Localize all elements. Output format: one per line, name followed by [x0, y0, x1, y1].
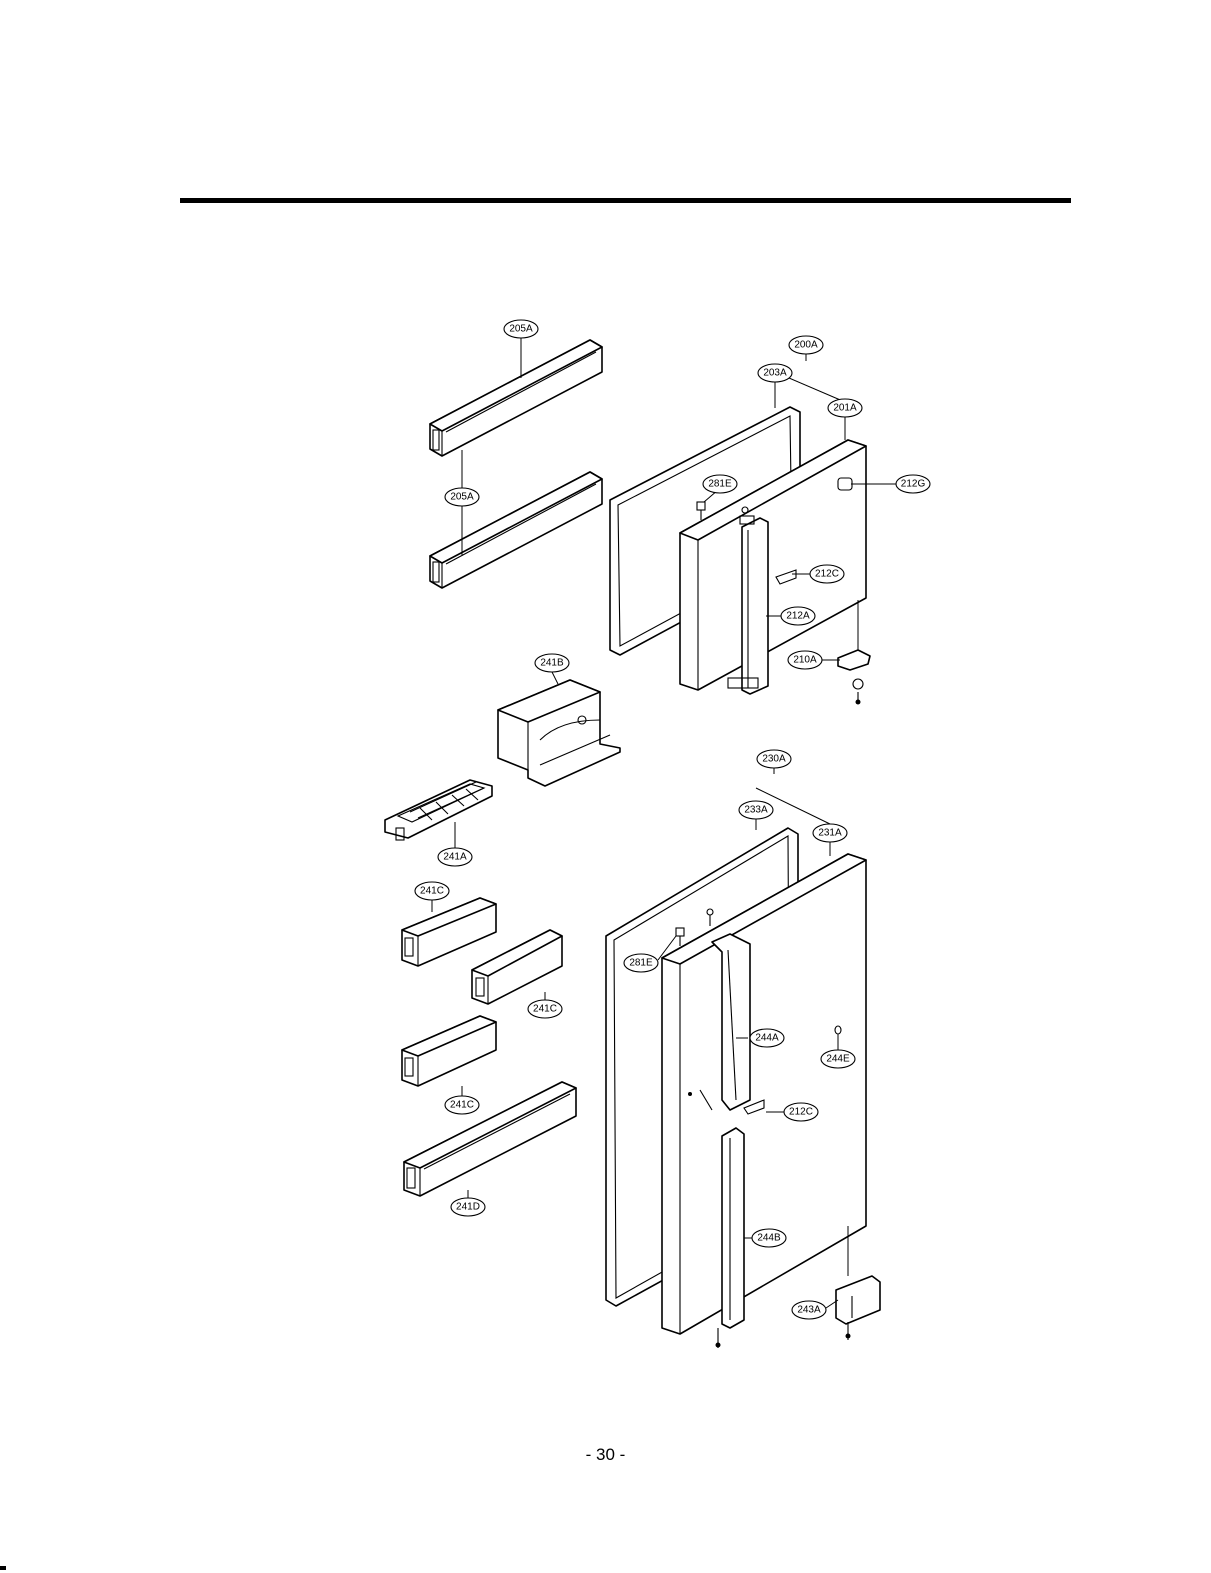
door-basket-241c-2	[472, 930, 562, 1004]
callout-203a: 203A	[758, 364, 792, 382]
svg-text:244E: 244E	[826, 1054, 850, 1065]
svg-text:281E: 281E	[708, 479, 732, 490]
egg-tray-241a	[385, 780, 492, 840]
callout-200a: 200A	[789, 336, 823, 354]
corner-mark	[0, 1566, 6, 1570]
header-rule	[180, 198, 1071, 203]
svg-text:212A: 212A	[786, 611, 810, 622]
svg-text:244B: 244B	[757, 1233, 781, 1244]
callout-212a: 212A	[781, 607, 815, 625]
svg-text:243A: 243A	[797, 1305, 821, 1316]
door-basket-241d	[404, 1082, 576, 1196]
svg-text:200A: 200A	[794, 340, 818, 351]
svg-text:205A: 205A	[450, 492, 474, 503]
svg-text:205A: 205A	[509, 324, 533, 335]
svg-text:210A: 210A	[793, 655, 817, 666]
callout-241c-3: 241C	[445, 1096, 479, 1114]
callout-243a: 243A	[792, 1301, 826, 1319]
svg-text:212C: 212C	[789, 1107, 813, 1118]
svg-text:241C: 241C	[420, 886, 444, 897]
svg-text:212G: 212G	[901, 479, 926, 490]
callout-205a-mid: 205A	[445, 488, 479, 506]
callout-241c-1: 241C	[415, 882, 449, 900]
callout-244b: 244B	[752, 1229, 786, 1247]
callout-231a: 231A	[813, 824, 847, 842]
svg-text:241A: 241A	[443, 852, 467, 863]
callout-281e-bot: 281E	[624, 954, 658, 972]
callout-244a: 244A	[750, 1029, 784, 1047]
svg-text:233A: 233A	[744, 805, 768, 816]
svg-text:241C: 241C	[533, 1004, 557, 1015]
door-basket-205a-top	[430, 340, 602, 456]
callout-205a-top: 205A	[504, 320, 538, 338]
svg-text:230A: 230A	[762, 754, 786, 765]
callout-212c-top: 212C	[810, 565, 844, 583]
callout-212g: 212G	[896, 475, 930, 493]
door-basket-241c-3	[402, 1016, 496, 1086]
callout-230a: 230A	[757, 750, 791, 768]
callout-241c-2: 241C	[528, 1000, 562, 1018]
svg-text:281E: 281E	[629, 958, 653, 969]
svg-text:241B: 241B	[540, 658, 564, 669]
callout-241a: 241A	[438, 848, 472, 866]
door-basket-241c-1	[402, 898, 496, 966]
callout-201a: 201A	[828, 399, 862, 417]
callout-212c-bot: 212C	[784, 1103, 818, 1121]
dairy-bin-241b	[498, 680, 620, 786]
callout-241b: 241B	[535, 654, 569, 672]
callout-244e: 244E	[821, 1050, 855, 1068]
svg-text:203A: 203A	[763, 368, 787, 379]
svg-text:241D: 241D	[456, 1202, 480, 1213]
svg-text:244A: 244A	[755, 1033, 779, 1044]
refrigerator-handle-244b	[722, 1128, 744, 1328]
callout-281e-top: 281E	[703, 475, 737, 493]
callout-241d: 241D	[451, 1198, 485, 1216]
svg-text:212C: 212C	[815, 569, 839, 580]
page-number: - 30 -	[0, 1445, 1211, 1465]
callout-233a: 233A	[739, 801, 773, 819]
callout-210a: 210A	[788, 651, 822, 669]
svg-text:241C: 241C	[450, 1100, 474, 1111]
svg-text:201A: 201A	[833, 403, 857, 414]
svg-text:231A: 231A	[818, 828, 842, 839]
